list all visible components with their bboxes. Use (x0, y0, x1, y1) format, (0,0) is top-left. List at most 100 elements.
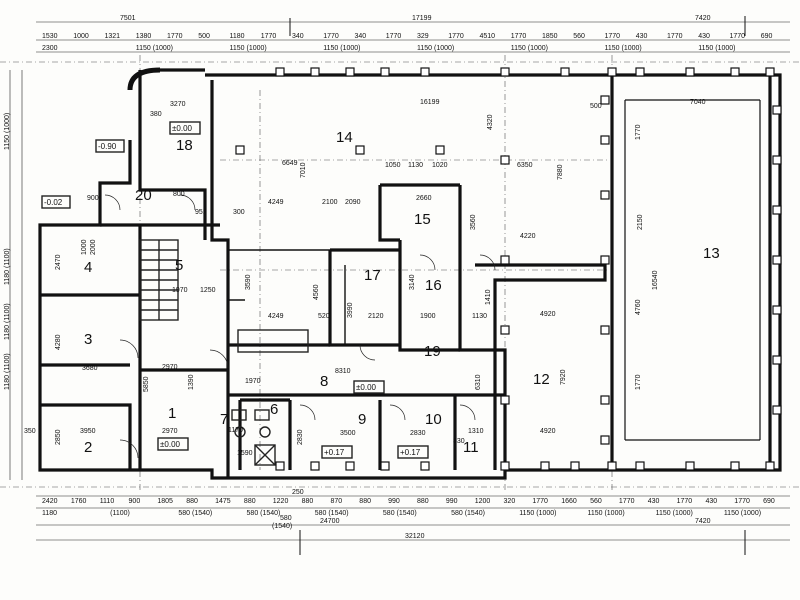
dim-d1590: 1590 (237, 450, 253, 457)
dim-d2090: 2090 (345, 199, 361, 206)
room-11-label: 11 (463, 439, 479, 456)
room-8-label: 8 (320, 373, 328, 390)
dim-bottom-row1-10: 870 (330, 498, 342, 505)
dim-bottom-row1-6: 1475 (215, 498, 231, 505)
dim-d2850: 2850 (55, 429, 62, 445)
dim-d2470: 2470 (55, 254, 62, 270)
dim-d4320: 4320 (487, 114, 494, 130)
dim-top-row1-21: 430 (698, 33, 710, 40)
room-16-label: 16 (425, 277, 442, 294)
dim-top-row1-13: 1770 (448, 33, 464, 40)
dim-d380: 380 (150, 111, 162, 118)
room-1-label: 1 (168, 405, 176, 422)
dim-d2000: 2000 (90, 239, 97, 255)
dim-bottom-row1-1: 1760 (71, 498, 87, 505)
sanitary-fixtures (231, 409, 276, 466)
dim-d330: 330 (453, 438, 465, 445)
dim-bottom-row1-0: 2420 (42, 498, 58, 505)
level-room-1: ±0.00 (160, 440, 181, 449)
dim-bottom-total1: 24700 (320, 518, 340, 525)
dim-top-row1-6: 1180 (230, 33, 245, 40)
room-10-label: 10 (425, 411, 442, 428)
column-25 (600, 95, 610, 105)
dim-d900: 900 (87, 195, 99, 202)
dim-bottom-row1-16: 320 (504, 498, 516, 505)
dim-d6310: 6310 (475, 374, 482, 390)
dim-d4249: 4249 (268, 199, 284, 206)
grid-axes (0, 55, 800, 490)
dim-top-row1-10: 340 (355, 33, 367, 40)
dim-bottom-row2-0: 1180 (42, 510, 57, 517)
dim-d2120: 2120 (368, 313, 384, 320)
column-45 (235, 145, 245, 155)
dim-d4920: 4920 (540, 311, 556, 318)
dim-d2970: 2970 (162, 364, 178, 371)
column-22 (685, 461, 695, 471)
bottom-dim-row2: 1180(1100)580 (1540)580 (1540)580 (1540)… (42, 510, 761, 517)
dim-d6649: 6649 (282, 160, 298, 167)
dim-top-overall: 17199 (412, 15, 432, 22)
dim-bottom-row1-12: 990 (388, 498, 400, 505)
dim-d3560: 3560 (470, 214, 477, 230)
column-8 (635, 67, 645, 77)
dim-d4920b: 4920 (540, 428, 556, 435)
column-20 (607, 461, 617, 471)
dim-bottom-row2-9: 1150 (1000) (656, 510, 693, 517)
column-19 (570, 461, 580, 471)
left-dimension-lines (9, 70, 23, 480)
dim-d3270: 3270 (170, 101, 186, 108)
dim-top-row2-2: 1150 (1000) (230, 45, 267, 52)
dim-top-row1-5: 500 (198, 33, 210, 40)
column-27 (600, 190, 610, 200)
column-6 (560, 67, 570, 77)
dim-d3500: 3500 (340, 430, 356, 437)
dim-d1250: 1250 (200, 287, 216, 294)
dim-bottom-row1-25: 690 (763, 498, 775, 505)
dim-top-row2-7: 1150 (1000) (698, 45, 735, 52)
dim-top-row1-1: 1000 (73, 33, 89, 40)
column-35 (772, 255, 782, 265)
room-17-label: 17 (364, 267, 381, 284)
column-13 (310, 461, 320, 471)
dim-d951: 951 (195, 209, 207, 216)
column-32 (772, 105, 782, 115)
dim-bottom-row2-10: 1150 (1000) (724, 510, 761, 517)
dim-d1000: 1000 (81, 239, 88, 255)
dim-bottom-row2-5: 580 (1540) (383, 510, 417, 517)
column-10 (730, 67, 740, 77)
dim-d1900: 1900 (420, 313, 436, 320)
dim-left-4: 1180 (1100) (4, 353, 11, 390)
column-28 (600, 255, 610, 265)
dim-d7880: 7880 (557, 164, 564, 180)
room-12-label: 12 (533, 371, 550, 388)
dim-bottom-row1-19: 560 (590, 498, 602, 505)
column-5 (500, 67, 510, 77)
interior-walls (40, 70, 607, 478)
dim-bottom-row1-24: 1770 (734, 498, 750, 505)
dim-bottom-row1-13: 880 (417, 498, 429, 505)
column-11 (765, 67, 775, 77)
column-23 (730, 461, 740, 471)
dim-d1170: 1170 (228, 427, 243, 434)
dim-top-row1-0: 1530 (42, 33, 58, 40)
dim-bottom-row1-7: 880 (244, 498, 256, 505)
level-room-10: +0.17 (400, 448, 421, 457)
dim-d8310: 8310 (335, 368, 351, 375)
dim-d3140: 3140 (409, 274, 416, 290)
dim-top-row2-3: 1150 (1000) (323, 45, 360, 52)
dim-d1410: 1410 (485, 289, 492, 305)
dim-d7010: 7010 (300, 162, 307, 178)
dim-d520: 520 (318, 313, 330, 320)
dim-bottom-row1-2: 1110 (100, 498, 115, 505)
dim-bottom-row1-20: 1770 (619, 498, 635, 505)
level-entry-2: -0.02 (44, 198, 63, 207)
dim-top-right: 7420 (695, 15, 711, 22)
dim-bottom-row1-15: 1200 (475, 498, 491, 505)
dim-bottom-row1-23: 430 (705, 498, 717, 505)
column-42 (500, 395, 510, 405)
column-18 (540, 461, 550, 471)
dim-bottom-row1-21: 430 (648, 498, 660, 505)
